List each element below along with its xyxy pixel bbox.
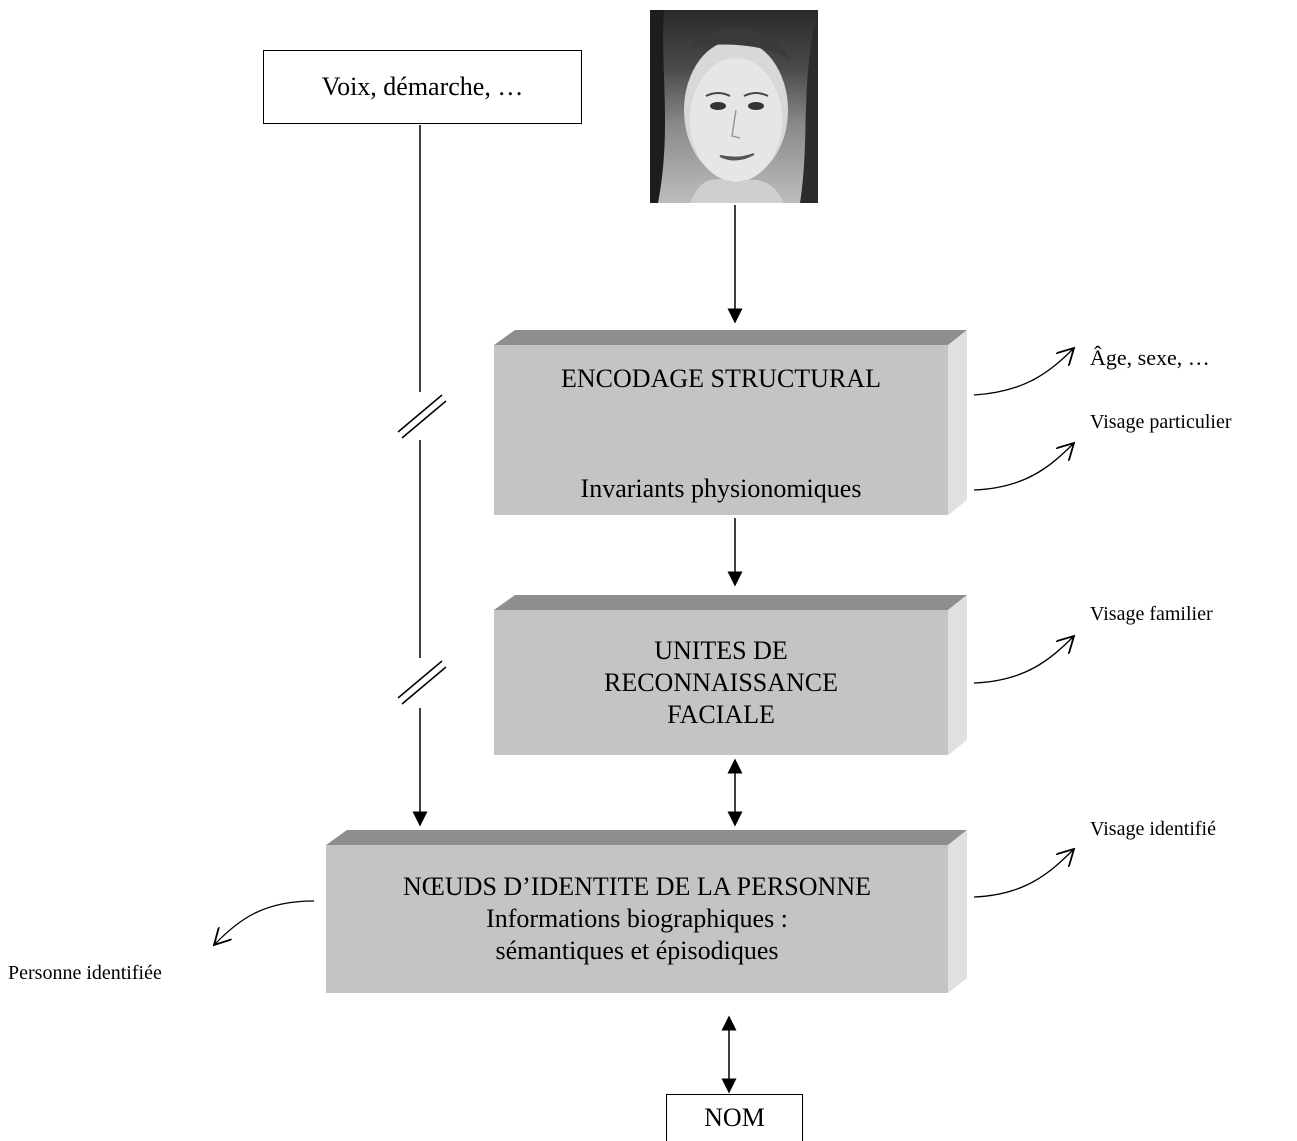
- name-box: NOM: [666, 1094, 803, 1141]
- voice-gait-label: Voix, démarche, …: [321, 72, 524, 101]
- break-mark-1a: [397, 394, 443, 433]
- label-identified-person: Personne identifiée: [8, 962, 162, 984]
- fru-line2: RECONNAISSANCE: [603, 667, 839, 697]
- curve-identified-face: [973, 849, 1074, 898]
- curve-identified-person: [214, 900, 315, 945]
- encoding-title: ENCODAGE STRUCTURAL: [561, 364, 881, 393]
- label-age-sex: Âge, sexe, …: [1090, 345, 1210, 370]
- stage1-side-face: [948, 330, 967, 515]
- stage3-side-face: [948, 830, 967, 993]
- pin-line2: Informations biographiques :: [486, 904, 788, 933]
- stage2-side-face: [948, 595, 967, 755]
- pin-line3: sémantiques et épisodiques: [495, 936, 779, 965]
- person-identity-nodes-box: NŒUDS D’IDENTITE DE LA PERSONNE Informat…: [326, 845, 948, 993]
- label-particular-face: Visage particulier: [1090, 411, 1232, 433]
- pin-line1: NŒUDS D’IDENTITE DE LA PERSONNE: [403, 872, 871, 901]
- encoding-subtitle: Invariants physionomiques: [580, 474, 862, 503]
- break-mark-1b: [401, 400, 447, 439]
- face-photo: [650, 10, 818, 203]
- face-portrait-icon: [650, 10, 818, 203]
- encoding-stage-box: ENCODAGE STRUCTURAL Invariants physionom…: [494, 345, 948, 515]
- curve-particular-face: [973, 443, 1074, 491]
- label-familiar-face: Visage familier: [1090, 603, 1213, 625]
- stage1-top-face: [494, 330, 967, 345]
- stage3-top-face: [326, 830, 967, 845]
- fru-line3: FACIALE: [667, 699, 775, 729]
- stage2-top-face: [494, 595, 967, 610]
- break-mark-2a: [397, 660, 443, 699]
- curve-familiar-face: [973, 636, 1074, 684]
- voice-gait-box: Voix, démarche, …: [263, 50, 582, 124]
- fru-line1: UNITES DE: [654, 635, 788, 665]
- face-recognition-units-box: UNITES DE RECONNAISSANCE FACIALE: [494, 610, 948, 755]
- name-label: NOM: [704, 1103, 765, 1132]
- break-mark-2b: [401, 666, 447, 705]
- curve-age-sex: [973, 348, 1074, 396]
- label-identified-face: Visage identifié: [1090, 818, 1216, 840]
